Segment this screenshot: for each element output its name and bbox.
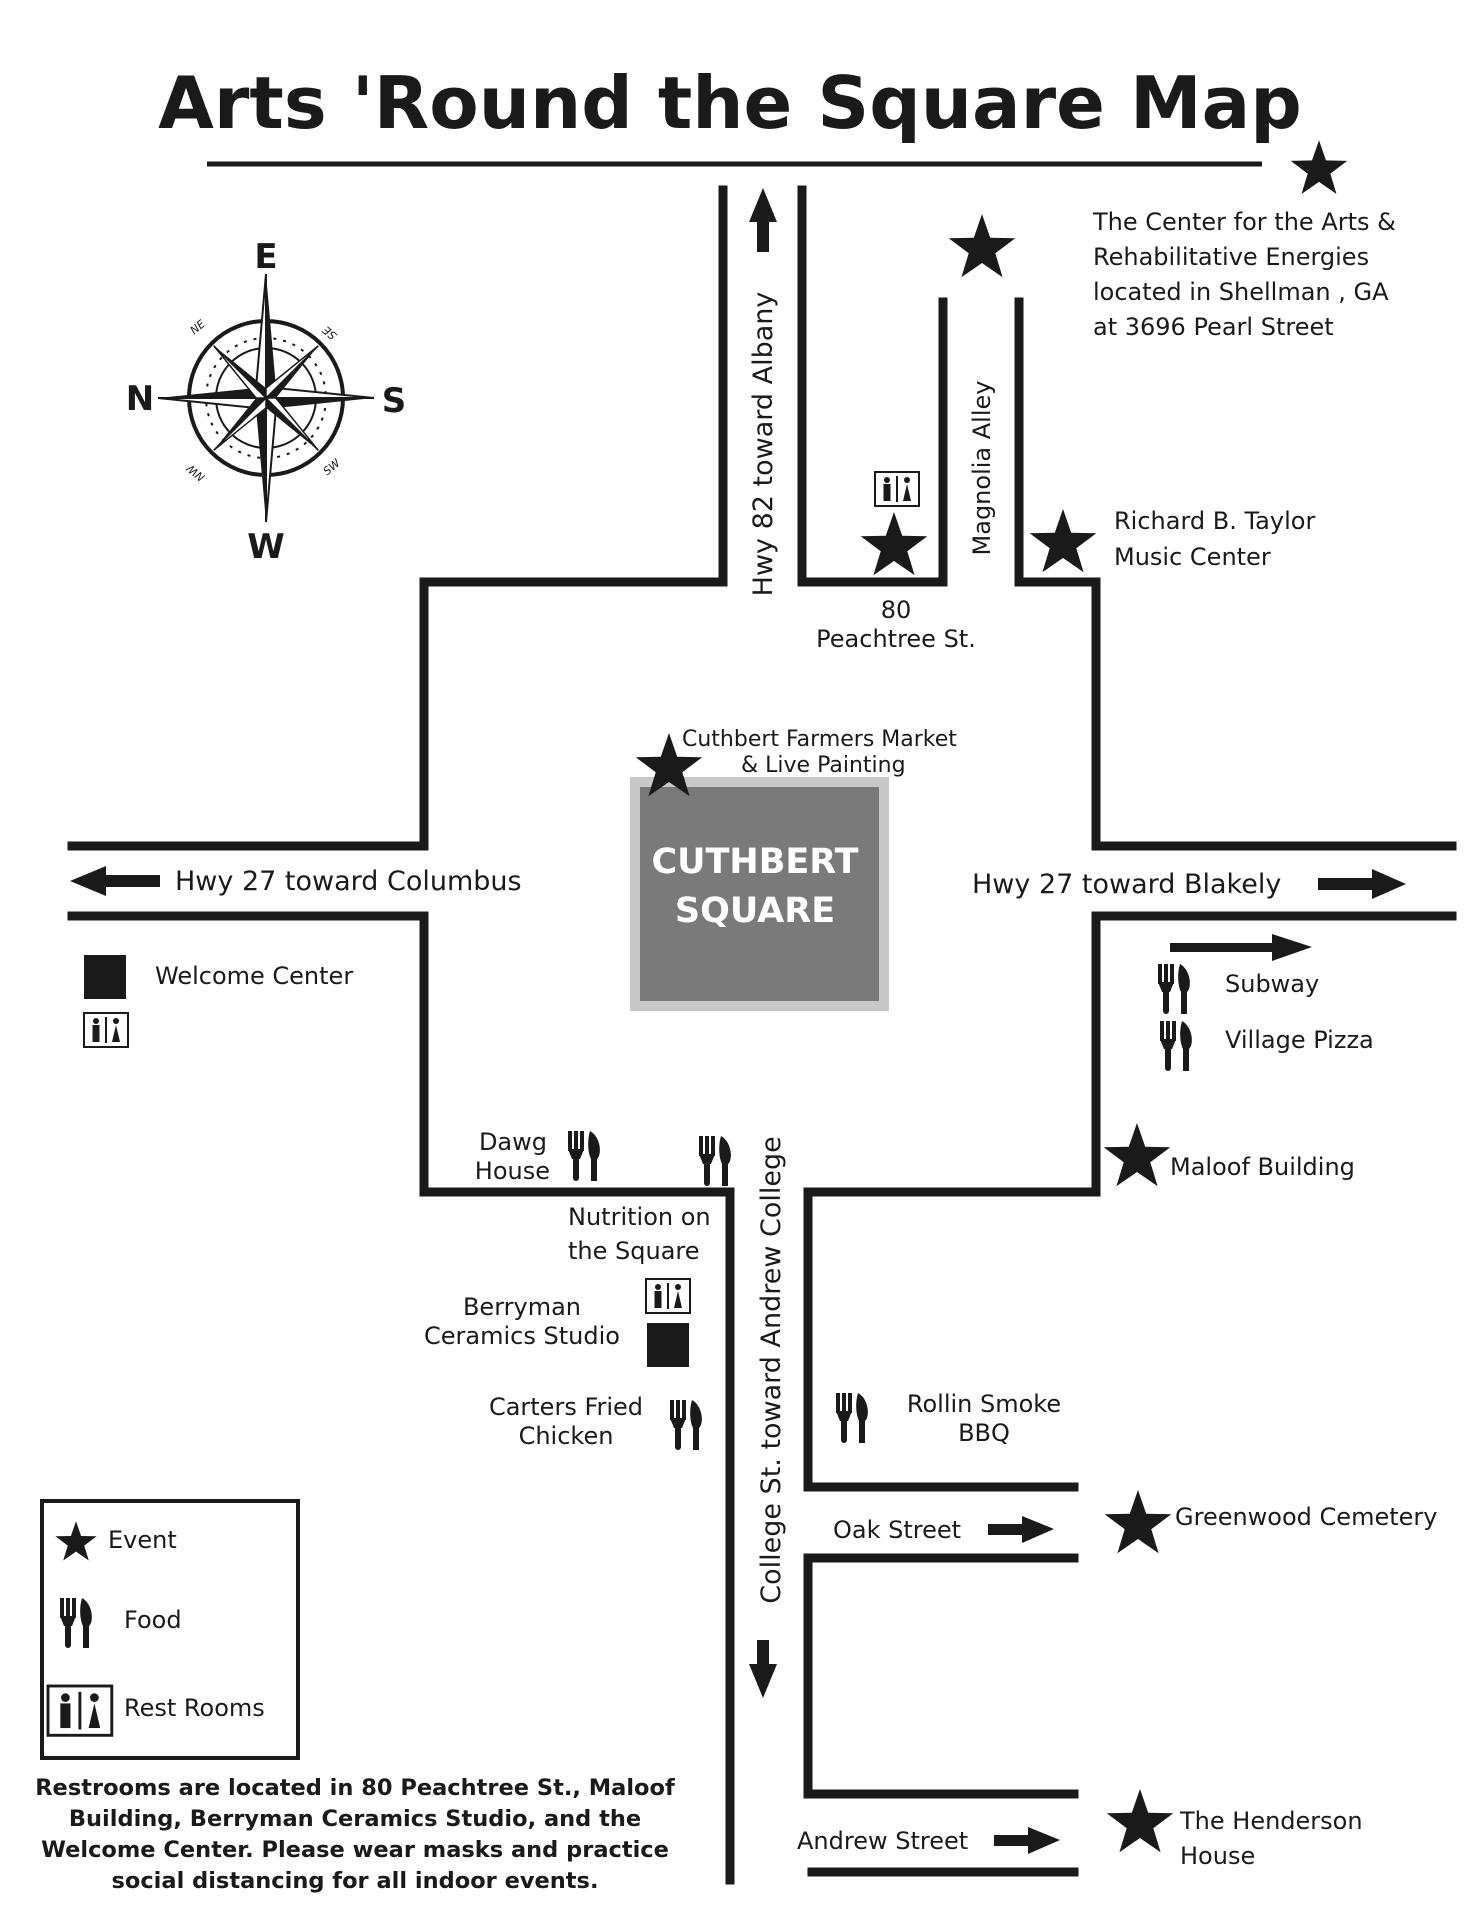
map-title: Arts 'Round the Square Map [158, 61, 1302, 145]
legend-restrooms-label: Rest Rooms [124, 1694, 265, 1722]
arrow-icon [70, 866, 160, 896]
restroom-icon [645, 1278, 691, 1314]
restroom-icon [83, 1012, 129, 1048]
road-label-hwy27-west: Hwy 27 toward Columbus [175, 866, 522, 897]
restroom-icon [874, 471, 920, 507]
center-arts-line4: at 3696 Pearl Street [1093, 313, 1334, 341]
star-icon [1029, 509, 1097, 573]
village-pizza-label: Village Pizza [1225, 1026, 1374, 1054]
arrow-icon [749, 1640, 777, 1698]
road-label-andrew: Andrew Street [797, 1827, 968, 1855]
square-label-line2: SQUARE [675, 891, 835, 931]
berryman-line1: Berryman [463, 1293, 581, 1321]
compass-rose-icon: E W N S NE SE NW SW [126, 237, 406, 567]
road-label-hwy82: Hwy 82 toward Albany [748, 292, 779, 597]
star-icon [1106, 1789, 1174, 1853]
compass-north: N [126, 379, 154, 419]
road-label-oak: Oak Street [833, 1516, 961, 1544]
compass-sw: SW [321, 456, 344, 478]
fork-knife-icon [699, 1136, 731, 1186]
legend-event-label: Event [108, 1526, 177, 1554]
star-icon [1104, 1490, 1172, 1554]
maloof-label: Maloof Building [1170, 1153, 1355, 1181]
arrow-icon [1170, 934, 1312, 961]
fork-knife-icon [1160, 1021, 1192, 1071]
peachtree-line1: 80 [881, 596, 912, 624]
welcome-center-label: Welcome Center [155, 962, 353, 990]
fork-knife-icon [836, 1393, 868, 1443]
taylor-line1: Richard B. Taylor [1114, 507, 1315, 535]
cuthbert-square-fill [640, 787, 879, 1001]
center-arts-line2: Rehabilitative Energies [1093, 243, 1369, 271]
restroom-note: Restrooms are located in 80 Peachtree St… [35, 1775, 675, 1894]
fork-knife-icon [1158, 964, 1190, 1014]
subway-label: Subway [1225, 970, 1319, 998]
farmers-line2: & Live Painting [741, 753, 906, 778]
dawg-house-line1: Dawg [479, 1128, 547, 1156]
carters-line1: Carters Fried [489, 1393, 643, 1421]
road-label-magnolia: Magnolia Alley [968, 381, 996, 556]
henderson-line1: The Henderson [1179, 1807, 1363, 1835]
arrow-icon [994, 1827, 1060, 1854]
greenwood-label: Greenwood Cemetery [1175, 1503, 1437, 1531]
star-icon [948, 214, 1016, 278]
taylor-line2: Music Center [1114, 543, 1271, 571]
map-legend: Event Food Rest Rooms [40, 1499, 300, 1760]
henderson-line2: House [1180, 1842, 1255, 1870]
dawg-house-line2: House [475, 1157, 550, 1185]
farmers-line1: Cuthbert Farmers Market [682, 727, 957, 752]
square-marker-icon [84, 955, 126, 999]
arrow-icon [1318, 869, 1406, 899]
carters-line2: Chicken [519, 1422, 614, 1450]
square-label-line1: CUTHBERT [651, 842, 858, 882]
direction-arrows [70, 188, 1406, 1854]
compass-south: S [382, 381, 407, 421]
fork-knife-icon [568, 1131, 600, 1181]
compass-nw: NW [183, 461, 207, 484]
rollin-line1: Rollin Smoke [907, 1390, 1061, 1418]
road-label-hwy27-east: Hwy 27 toward Blakely [972, 869, 1281, 900]
compass-west: W [247, 527, 285, 567]
square-marker-icon [647, 1323, 689, 1367]
cuthbert-square: CUTHBERT SQUARE [630, 777, 889, 1011]
nutrition-line2: the Square [568, 1237, 700, 1265]
star-icon [860, 512, 928, 576]
berryman-line2: Ceramics Studio [424, 1322, 620, 1350]
restroom-icon [46, 1684, 114, 1737]
compass-ne: NE [188, 317, 208, 337]
fork-knife-icon [670, 1400, 702, 1450]
star-icon [1103, 1123, 1171, 1187]
compass-se: SE [320, 323, 339, 342]
center-arts-line3: located in Shellman , GA [1093, 278, 1389, 306]
rollin-line2: BBQ [958, 1419, 1010, 1447]
road-label-college: College St. toward Andrew College [756, 1136, 787, 1604]
compass-east: E [254, 237, 277, 277]
road-network [67, 185, 1457, 1885]
star-icon [1290, 140, 1348, 195]
arrow-icon [749, 188, 777, 252]
arrow-icon [988, 1516, 1054, 1543]
center-arts-line1: The Center for the Arts & [1092, 208, 1396, 236]
peachtree-line2: Peachtree St. [816, 625, 976, 653]
nutrition-line1: Nutrition on [568, 1203, 711, 1231]
legend-food-label: Food [124, 1606, 182, 1634]
